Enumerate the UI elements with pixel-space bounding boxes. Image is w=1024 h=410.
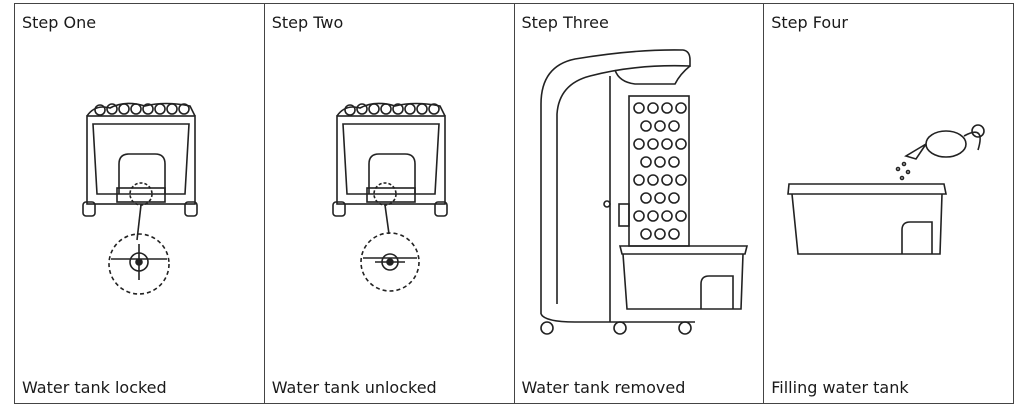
step-title: Step Four [771,13,848,32]
tank-locked-illustration [82,102,198,295]
step-two-panel: Step Two Water tank unlocked [265,4,515,403]
steps-diagram: Step One Water tank locked Step Two [14,3,1014,404]
step-caption: Filling water tank [771,378,909,397]
step-caption: Water tank locked [22,378,167,397]
step-title: Step Three [521,13,609,32]
step-title: Step One [22,13,97,32]
step-four-panel: Step Four Filling water tank [764,4,1013,403]
cooler-tank-removed-illustration [539,49,748,335]
step-caption: Water tank removed [521,378,686,397]
tank-unlocked-illustration [331,102,448,292]
step-caption: Water tank unlocked [271,378,437,397]
step-one-panel: Step One Water tank locked [15,4,265,403]
filling-tank-illustration [787,124,986,255]
step-three-panel: Step Three Water tank r [515,4,765,403]
step-title: Step Two [271,13,344,32]
